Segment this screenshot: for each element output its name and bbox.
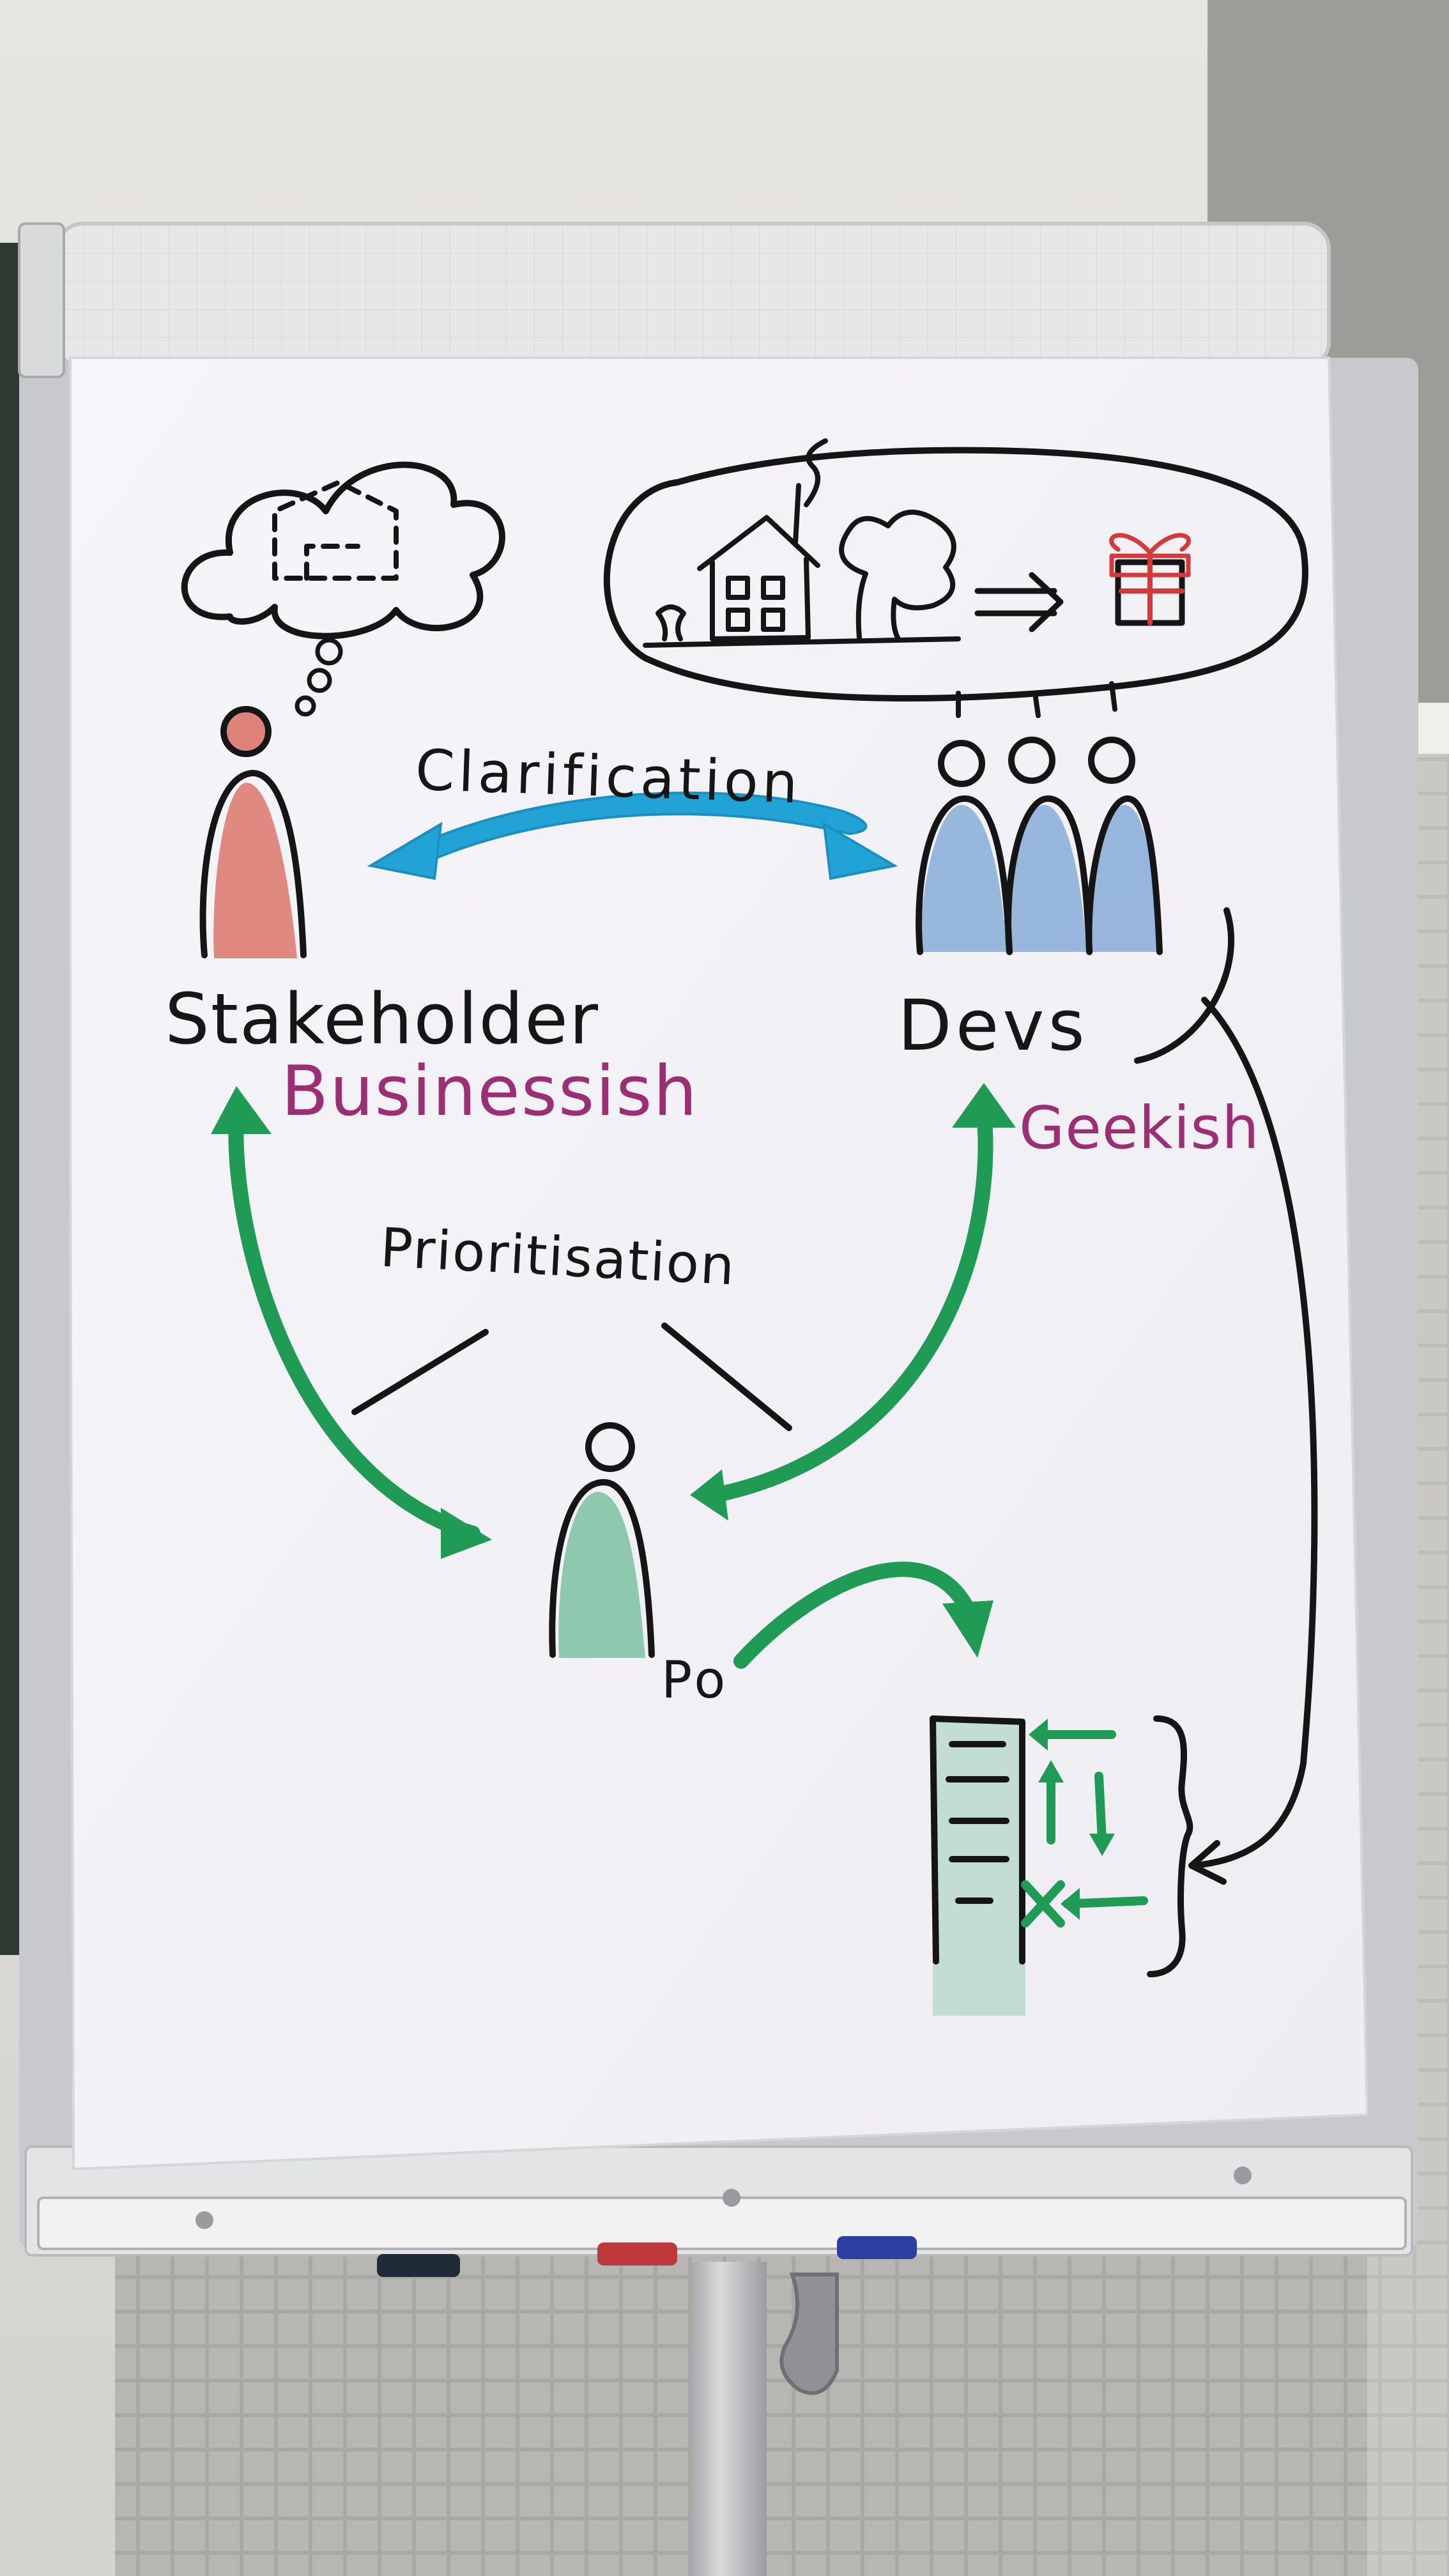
markers xyxy=(377,2236,917,2277)
thought-bubble-dot xyxy=(315,638,343,666)
tray-screw xyxy=(195,2211,213,2229)
clarification-label: Clarification xyxy=(414,737,803,816)
rolled-top-sheet xyxy=(56,222,1331,369)
green-arrowheads xyxy=(211,1083,1115,1920)
speech-bubble-icon xyxy=(603,447,1308,702)
devs-label: Devs xyxy=(898,985,1089,1066)
dashed-house-icon xyxy=(272,480,399,581)
stakeholder-label: Stakeholder xyxy=(165,978,600,1060)
devs-figures xyxy=(916,737,1163,955)
backlog-down-arrow xyxy=(1094,1772,1107,1844)
businessish-label: Businessish xyxy=(281,1052,698,1131)
implies-arrow-icon xyxy=(974,572,1064,632)
clarification-arrow xyxy=(367,792,898,880)
thought-bubble-dot xyxy=(295,695,316,717)
house-icon xyxy=(697,438,828,641)
stand-pole xyxy=(690,2262,767,2576)
po-body-fill xyxy=(558,1492,645,1658)
gift-icon xyxy=(1109,533,1191,626)
stakeholder-figure xyxy=(199,706,307,958)
black-marker xyxy=(377,2254,460,2277)
tray-screw xyxy=(1234,2166,1252,2184)
green-arrows xyxy=(228,1104,1148,1928)
backlog-delete-x xyxy=(1021,1880,1065,1928)
tray-screw xyxy=(723,2189,740,2207)
devs-to-backlog-arrow xyxy=(1134,907,1318,1885)
backlog-fill xyxy=(933,1719,1025,2016)
prioritisation-line-left xyxy=(351,1329,489,1415)
speech-tail xyxy=(956,681,1117,718)
po-figure xyxy=(549,1422,655,1658)
thought-bubble-dot xyxy=(307,668,332,693)
clip-left xyxy=(18,222,65,378)
stakeholder-head-fill xyxy=(227,712,265,751)
backlog-icon xyxy=(930,1715,1193,2016)
marker-tray xyxy=(37,2196,1407,2250)
po-label: Po xyxy=(661,1650,730,1710)
devs-po-arrow xyxy=(708,1104,993,1503)
red-marker xyxy=(597,2242,677,2266)
prioritisation-line-right xyxy=(661,1322,792,1431)
stakeholder-body-fill xyxy=(213,783,297,958)
devs-body-fill xyxy=(920,805,1156,952)
stand-clamp xyxy=(779,2273,839,2395)
geekish-label: Geekish xyxy=(1019,1094,1260,1162)
stakeholder-po-arrow xyxy=(228,1107,480,1541)
po-backlog-arrow xyxy=(733,1561,979,1669)
tree-icon xyxy=(643,509,961,648)
blue-marker xyxy=(837,2236,917,2259)
thought-cloud-icon xyxy=(181,461,505,640)
